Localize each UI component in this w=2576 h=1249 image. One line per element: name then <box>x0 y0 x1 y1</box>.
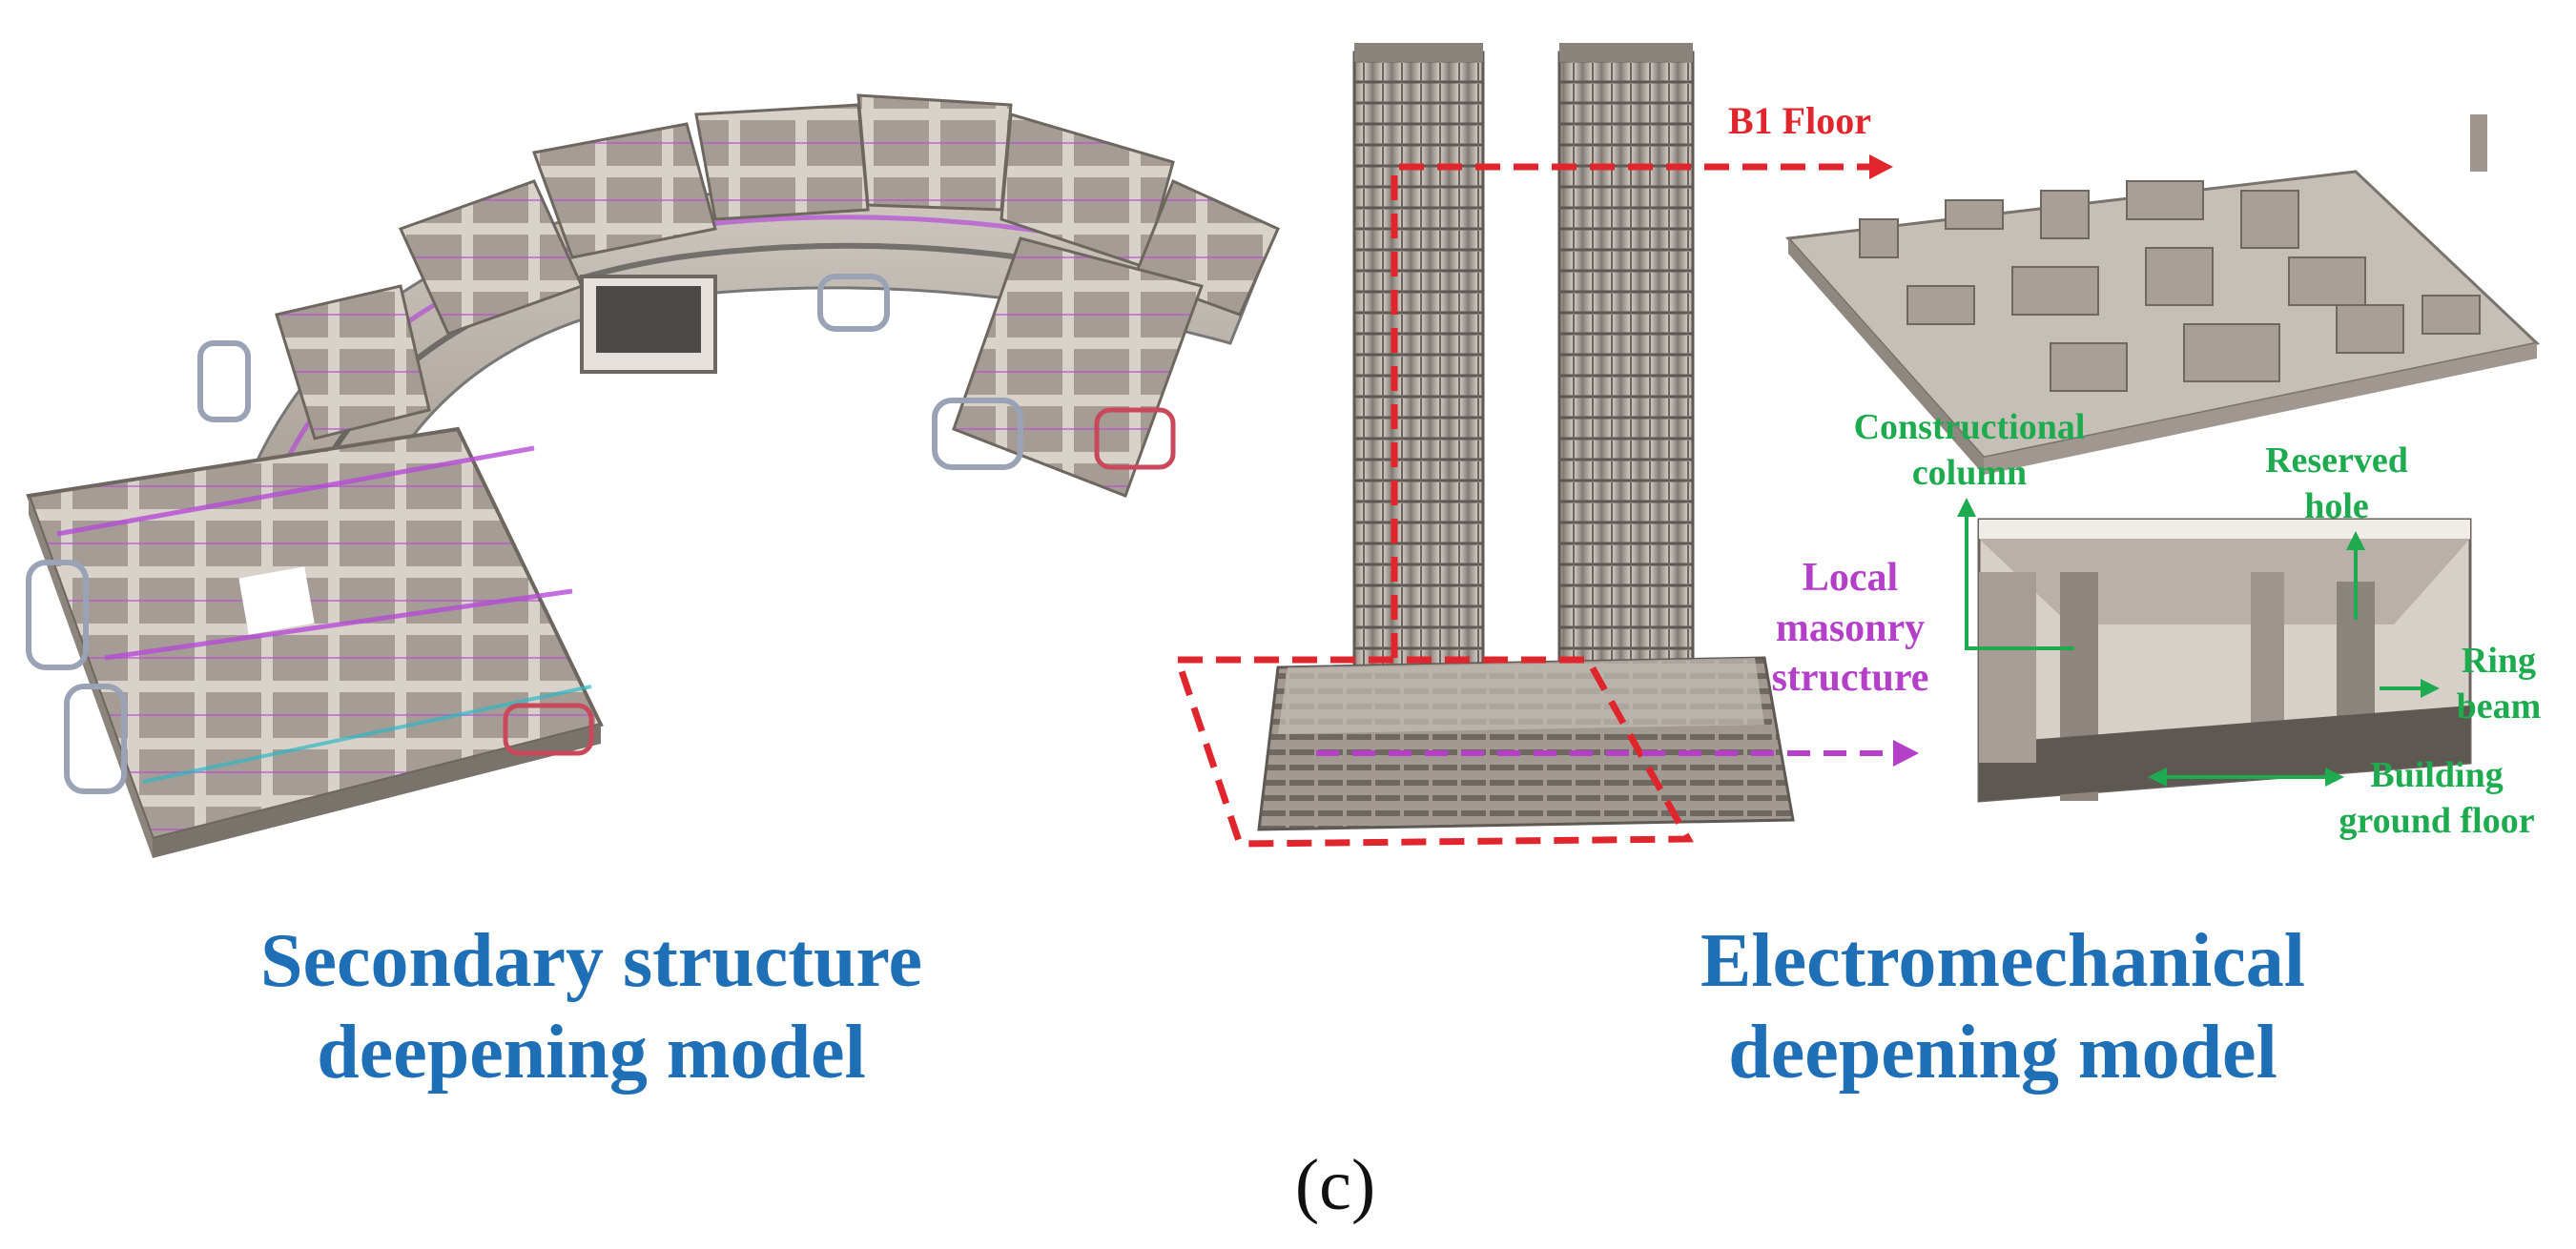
title-secondary-line2: deepening model <box>317 1011 866 1095</box>
b1-floor-model <box>1784 114 2541 475</box>
label-reserved-hole: Reserved hole <box>2256 439 2418 529</box>
masonry-detail-model <box>1977 518 2472 803</box>
figure-caption: (c) <box>1294 1145 1376 1225</box>
b1-arrowhead <box>1869 154 1893 179</box>
label-reserved-hole-line1: Reserved <box>2265 440 2408 481</box>
green-arrowheads <box>1957 498 2440 787</box>
label-local-masonry-line1: Local <box>1802 556 1899 600</box>
label-building-ground-floor: Building ground floor <box>2308 753 2566 844</box>
twin-towers-model <box>1257 43 1795 831</box>
label-b1-floor: B1 Floor <box>1728 99 1871 142</box>
label-ring-beam: Ring beam <box>2437 639 2561 729</box>
label-constructional-column-line2: column <box>1911 452 2028 493</box>
label-constructional-column-line1: Constructional <box>1853 407 2086 447</box>
title-secondary-line1: Secondary structure <box>260 919 922 1003</box>
lower-left-wing <box>26 426 604 842</box>
b1-floor-dashed-outline <box>1173 163 1869 848</box>
label-local-masonry-line2: masonry <box>1775 605 1926 650</box>
label-local-masonry-structure: Local masonry structure <box>1760 553 1941 704</box>
label-ring-beam-line1: Ring <box>2461 641 2537 681</box>
label-building-ground-floor-line1: Building <box>2370 755 2504 795</box>
label-reserved-hole-line2: hole <box>2304 485 2369 526</box>
label-local-masonry-line3: structure <box>1771 656 1929 700</box>
masonry-dashed-arrow <box>1316 740 1919 767</box>
label-building-ground-floor-line2: ground floor <box>2339 800 2535 841</box>
title-secondary-structure: Secondary structure deepening model <box>143 915 1040 1098</box>
green-callout-arrows <box>1965 515 2422 779</box>
label-ring-beam-line2: beam <box>2456 686 2542 727</box>
title-electromechanical: Electromechanical deepening model <box>1555 915 2451 1098</box>
secondary-structure-model <box>26 93 1280 858</box>
tower-right <box>1557 51 1695 674</box>
title-electromechanical-line2: deepening model <box>1728 1011 2277 1095</box>
label-constructional-column: Constructional column <box>1845 405 2093 496</box>
title-electromechanical-line1: Electromechanical <box>1700 919 2305 1003</box>
tower-left <box>1352 51 1485 674</box>
